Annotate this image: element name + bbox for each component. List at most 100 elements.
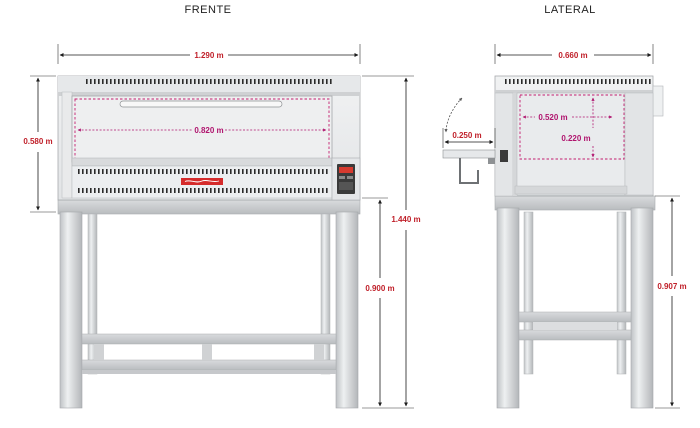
vent-slot bbox=[162, 188, 164, 193]
vent-slot bbox=[198, 169, 200, 174]
vent-slot bbox=[86, 169, 88, 174]
vent-slot bbox=[513, 79, 515, 84]
vent-slot bbox=[597, 79, 599, 84]
vent-slot bbox=[270, 188, 272, 193]
vent-slot bbox=[118, 79, 120, 84]
vent-slot bbox=[533, 79, 535, 84]
vent-slot bbox=[246, 79, 248, 84]
vent-slot bbox=[138, 169, 140, 174]
vent-slot bbox=[326, 169, 328, 174]
vent-slot bbox=[122, 169, 124, 174]
vent-slot bbox=[218, 188, 220, 193]
vent-slot bbox=[182, 79, 184, 84]
vent-slot bbox=[254, 79, 256, 84]
vent-slot bbox=[106, 169, 108, 174]
vent-slot bbox=[286, 79, 288, 84]
vent-slot bbox=[142, 169, 144, 174]
vent-slot bbox=[94, 79, 96, 84]
vent-slot bbox=[178, 169, 180, 174]
vent-slot bbox=[537, 79, 539, 84]
vent-slot bbox=[318, 188, 320, 193]
vent-slot bbox=[517, 79, 519, 84]
vent-slot bbox=[94, 188, 96, 193]
vent-slot bbox=[114, 169, 116, 174]
vent-slot bbox=[613, 79, 615, 84]
vent-slot bbox=[98, 188, 100, 193]
vent-slot bbox=[194, 169, 196, 174]
vent-slot bbox=[178, 188, 180, 193]
chamber-outline-side bbox=[519, 94, 625, 160]
vent-slot bbox=[525, 79, 527, 84]
vent-slot bbox=[310, 188, 312, 193]
vent-slot bbox=[274, 79, 276, 84]
vent-slot bbox=[629, 79, 631, 84]
vent-slot bbox=[174, 79, 176, 84]
vent-slot bbox=[198, 79, 200, 84]
vent-slot bbox=[541, 79, 543, 84]
vent-slot bbox=[226, 79, 228, 84]
side-oven-body bbox=[442, 75, 664, 197]
side-depth-label: 0.660 m bbox=[558, 51, 587, 60]
vent-slot bbox=[286, 188, 288, 193]
vent-slot bbox=[505, 79, 507, 84]
vent-slot bbox=[86, 188, 88, 193]
vent-slot bbox=[190, 169, 192, 174]
vent-slot bbox=[110, 188, 112, 193]
vent-slot bbox=[218, 169, 220, 174]
vent-slot bbox=[238, 169, 240, 174]
vent-slot bbox=[266, 79, 268, 84]
vent-slot bbox=[214, 188, 216, 193]
vent-slot bbox=[102, 188, 104, 193]
vent-slot bbox=[154, 188, 156, 193]
vent-slot bbox=[134, 169, 136, 174]
brand-logo-badge bbox=[181, 178, 223, 185]
vent-slot bbox=[202, 188, 204, 193]
vent-slot bbox=[322, 79, 324, 84]
vent-slot bbox=[254, 169, 256, 174]
vent-slot bbox=[242, 79, 244, 84]
vent-slot bbox=[126, 169, 128, 174]
vent-slot bbox=[278, 169, 280, 174]
vent-slot bbox=[202, 169, 204, 174]
vent-slot bbox=[134, 79, 136, 84]
vent-slot bbox=[262, 169, 264, 174]
vent-slot bbox=[250, 79, 252, 84]
vent-slot bbox=[202, 79, 204, 84]
oven-height-label: 0.580 m bbox=[23, 137, 52, 146]
vent-slot bbox=[565, 79, 567, 84]
vent-slot bbox=[82, 169, 84, 174]
vent-slot bbox=[170, 79, 172, 84]
vent-slot bbox=[605, 79, 607, 84]
vent-slot bbox=[262, 188, 264, 193]
vent-slot bbox=[118, 188, 120, 193]
vent-slot bbox=[298, 169, 300, 174]
door-opening-label: 0.250 m bbox=[452, 131, 481, 140]
vent-slot bbox=[278, 79, 280, 84]
vent-slot bbox=[310, 169, 312, 174]
vent-slot bbox=[154, 169, 156, 174]
vent-slot bbox=[234, 79, 236, 84]
vent-slot bbox=[186, 79, 188, 84]
vent-slot bbox=[130, 188, 132, 193]
vent-slot bbox=[302, 79, 304, 84]
vent-slot bbox=[557, 79, 559, 84]
chamber-width-label: 0.820 m bbox=[194, 126, 223, 135]
vent-slot bbox=[98, 169, 100, 174]
vent-slot bbox=[126, 188, 128, 193]
vent-slot bbox=[122, 188, 124, 193]
vent-slot bbox=[182, 169, 184, 174]
vent-slot bbox=[78, 188, 80, 193]
vent-slot bbox=[633, 79, 635, 84]
vent-slot bbox=[158, 169, 160, 174]
vent-slot bbox=[290, 79, 292, 84]
vent-slot bbox=[569, 79, 571, 84]
vent-slot bbox=[114, 188, 116, 193]
vent-slot bbox=[174, 188, 176, 193]
vent-slot bbox=[162, 169, 164, 174]
curved-arrow-icon bbox=[444, 97, 463, 133]
vent-slot bbox=[98, 79, 100, 84]
vent-slot bbox=[130, 169, 132, 174]
vent-slot bbox=[150, 169, 152, 174]
vent-slot bbox=[637, 79, 639, 84]
